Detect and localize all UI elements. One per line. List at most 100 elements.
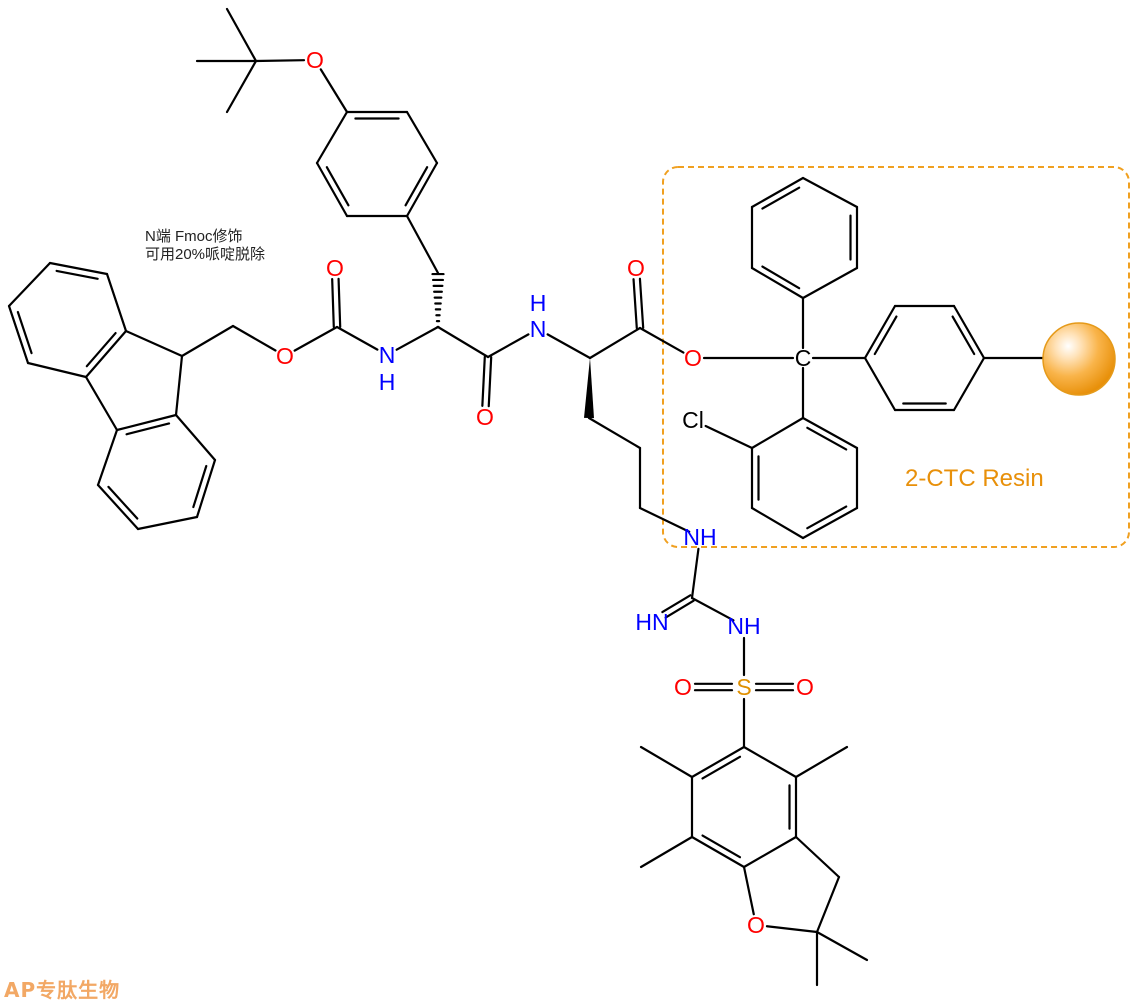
single-bond [815, 930, 869, 962]
atom-label-nh: NH [727, 613, 760, 639]
aromatic-bond [863, 304, 897, 360]
double-bond [661, 594, 692, 614]
single-bond [801, 266, 859, 300]
bonds [7, 7, 1045, 987]
single-bond [84, 375, 119, 432]
resin-label: 2-CTC Resin [905, 465, 1044, 492]
single-bond [639, 745, 694, 779]
single-bond [231, 324, 277, 352]
single-bond [750, 416, 805, 450]
single-bond [704, 424, 754, 450]
single-bond [801, 176, 859, 209]
resin-dashed-box [662, 166, 1130, 548]
logo: AP专肽生物 [4, 978, 121, 1002]
single-bond [96, 428, 119, 487]
single-bond [136, 515, 199, 531]
aromatic-bond [115, 413, 178, 432]
single-bond [436, 325, 490, 359]
single-bond [587, 416, 642, 450]
aromatic-inner-bond [761, 186, 801, 210]
atom-label-o: O [476, 404, 494, 430]
single-bond [815, 875, 841, 934]
bold-wedge-bond [584, 358, 594, 419]
single-bond [26, 361, 88, 379]
single-bond [765, 925, 819, 934]
single-bond [174, 413, 217, 462]
atom-label-o: O [276, 343, 294, 369]
aromatic-bond [952, 304, 986, 360]
aromatic-inner-bond [951, 315, 976, 356]
aromatic-inner-bond [192, 464, 208, 509]
fmoc-note-line1: N端 Fmoc修饰 [145, 228, 243, 245]
aromatic-bond [750, 266, 805, 300]
atom-label-o: O [674, 674, 692, 700]
aromatic-bond [405, 161, 439, 218]
aromatic-inner-bond [761, 265, 801, 290]
single-bond [174, 354, 184, 417]
atom-label-o: O [306, 47, 324, 73]
single-bond [225, 7, 258, 63]
aromatic-inner-bond [85, 331, 117, 368]
single-bond [486, 333, 530, 359]
atom-label-hn: HN [635, 609, 668, 635]
aromatic-inner-bond [55, 269, 99, 280]
single-bond [952, 356, 986, 412]
atom-label-h: H [379, 369, 396, 395]
single-bond [638, 506, 691, 533]
single-bond [225, 59, 258, 114]
aromatic-bond [801, 416, 859, 450]
aromatic-inner-bond [107, 485, 139, 520]
aromatic-bond [690, 835, 746, 869]
single-bond [690, 547, 700, 600]
aromatic-inner-bond [701, 755, 742, 780]
double-bond [331, 278, 335, 329]
single-bond [319, 68, 349, 114]
single-bond [639, 835, 694, 869]
double-bond [487, 356, 493, 408]
resin-bead [1042, 322, 1116, 396]
atom-label-cl: Cl [682, 407, 704, 433]
aromatic-inner-bond [125, 422, 171, 436]
single-bond [863, 356, 897, 412]
single-bond [690, 596, 735, 622]
single-bond [293, 325, 339, 352]
single-bond [254, 59, 306, 63]
aromatic-inner-bond [701, 834, 742, 859]
aromatic-inner-bond [873, 315, 898, 356]
aromatic-bond [48, 261, 109, 276]
aromatic-bond [315, 161, 349, 218]
fmoc-note-line2: 可用20%哌啶脱除 [145, 246, 266, 263]
single-bond [180, 324, 235, 358]
atom-label-nh: NH [683, 524, 716, 550]
aromatic-inner-bond [16, 310, 33, 355]
single-bond [742, 835, 798, 869]
aromatic-bond [195, 458, 217, 519]
single-bond [546, 333, 592, 360]
single-bond [588, 326, 642, 360]
atom-label-o: O [684, 345, 702, 371]
double-bond [337, 277, 342, 328]
single-bond [750, 506, 805, 540]
single-bond [7, 261, 52, 308]
single-bond [315, 110, 349, 165]
atom-label-n: N [379, 342, 396, 368]
double-bond [481, 355, 486, 407]
aromatic-bond [801, 506, 859, 540]
single-bond [638, 326, 685, 354]
single-bond [395, 325, 440, 351]
single-bond [405, 110, 439, 165]
single-bond [794, 745, 849, 779]
double-bond [638, 277, 645, 329]
single-bond [742, 865, 755, 916]
aromatic-inner-bond [404, 166, 429, 207]
aromatic-bond [690, 745, 746, 779]
atom-label-o: O [326, 255, 344, 281]
single-bond [742, 745, 798, 779]
single-bond [794, 835, 841, 879]
double-bond [632, 278, 638, 330]
single-bond [124, 329, 184, 358]
atom-label-o: O [627, 255, 645, 281]
single-bond [335, 325, 379, 351]
